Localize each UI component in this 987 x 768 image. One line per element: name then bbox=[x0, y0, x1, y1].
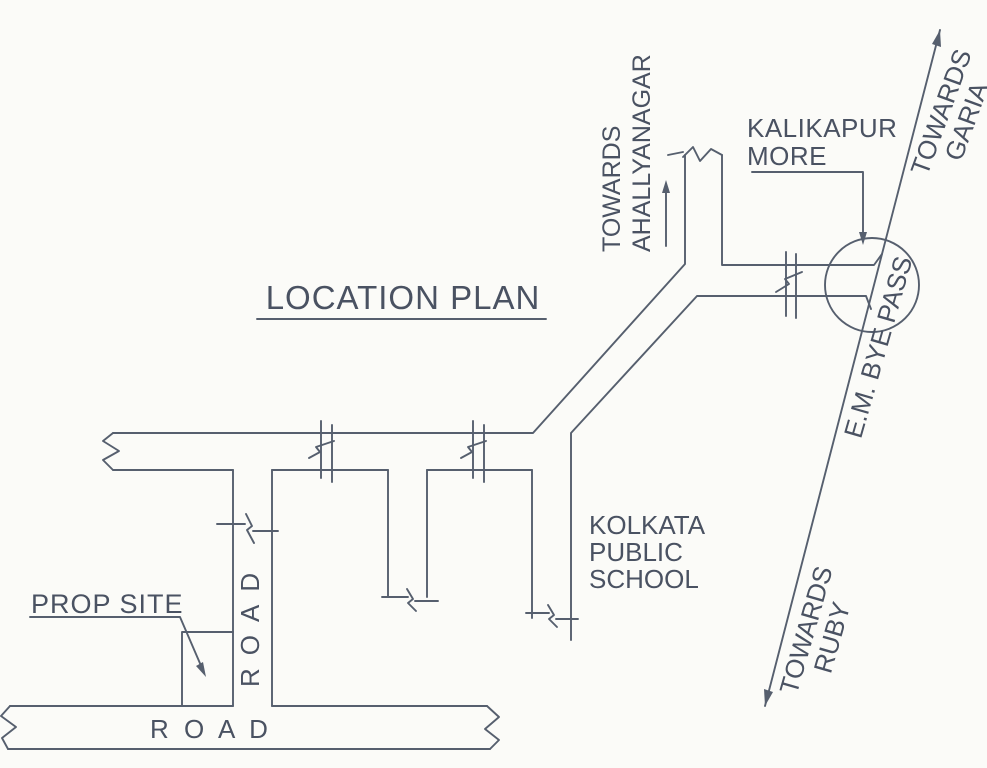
prop-site-leader bbox=[29, 616, 203, 669]
em-bypass-road bbox=[764, 29, 941, 707]
ruby-direction-arrowhead bbox=[764, 689, 773, 706]
leader-arrows bbox=[29, 171, 867, 677]
kalikapur-more-label: KALIKAPUR MORE bbox=[747, 113, 898, 171]
road-network bbox=[102, 146, 883, 707]
kolkata-public-school-label: KOLKATA PUBLIC SCHOOL bbox=[589, 510, 706, 594]
junction-circle bbox=[824, 237, 920, 333]
road-label-horizontal: R O A D bbox=[150, 714, 272, 744]
towards-ahallyanagar-label: TOWARDS AHALLYANAGAR bbox=[598, 54, 656, 252]
prop-site-label: PROP SITE bbox=[31, 589, 184, 619]
kalikapur-more-leader bbox=[751, 171, 864, 239]
break-marks bbox=[216, 251, 803, 628]
page-title: LOCATION PLAN bbox=[265, 279, 541, 316]
prop-site-plot bbox=[181, 631, 234, 707]
road-label-vertical: ROAD bbox=[235, 559, 265, 687]
garia-direction-arrowhead bbox=[932, 30, 941, 47]
bottom-road bbox=[0, 705, 500, 750]
